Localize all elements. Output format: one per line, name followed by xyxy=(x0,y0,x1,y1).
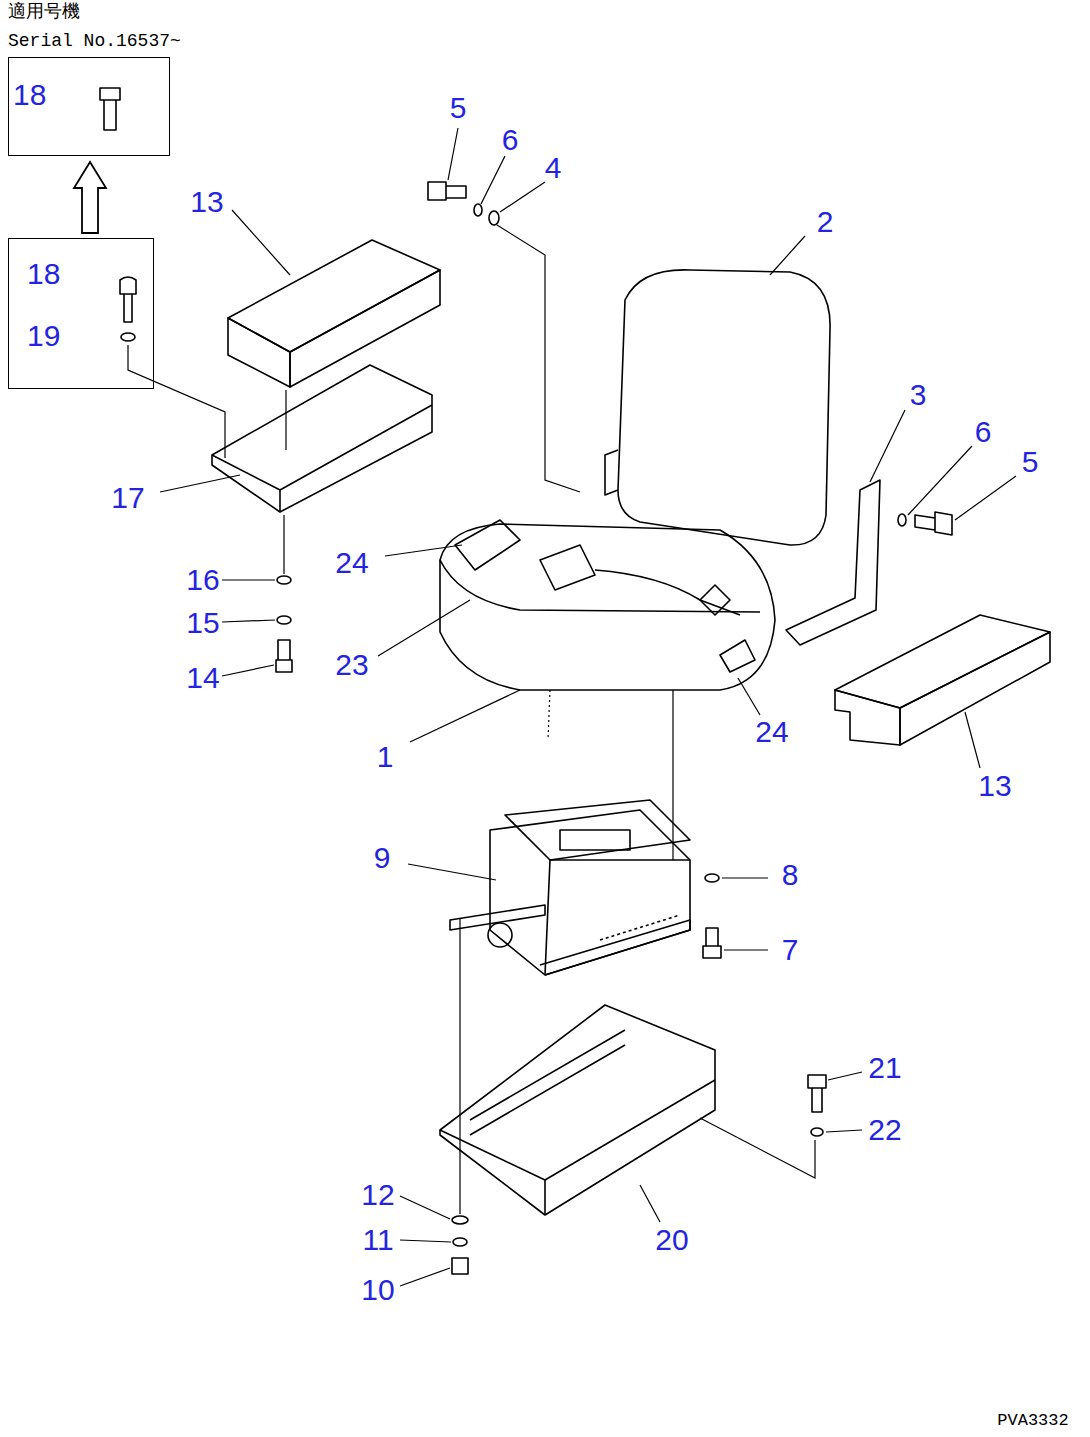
callout-number: 21 xyxy=(868,1053,901,1083)
callout-number: 14 xyxy=(186,663,219,693)
applicable-serial-heading: 適用号機 xyxy=(8,3,80,21)
callout-number: 20 xyxy=(655,1225,688,1255)
callout-number: 5 xyxy=(450,93,467,123)
callout-number: 9 xyxy=(374,843,391,873)
callout-number: 12 xyxy=(361,1180,394,1210)
callout-number: 1 xyxy=(377,742,394,772)
callout-number: 24 xyxy=(335,548,368,578)
callout-number: 18 xyxy=(27,259,60,289)
callout-number: 4 xyxy=(545,153,562,183)
callout-number: 22 xyxy=(868,1115,901,1145)
callout-number: 10 xyxy=(361,1275,394,1305)
callout-number: 23 xyxy=(335,650,368,680)
callout-number: 19 xyxy=(27,321,60,351)
serial-number: Serial No.16537~ xyxy=(8,32,181,50)
inset-box: 18 xyxy=(8,57,170,156)
callout-number: 6 xyxy=(975,417,992,447)
callout-number: 11 xyxy=(362,1225,393,1255)
callout-number: 2 xyxy=(817,207,834,237)
callout-number: 16 xyxy=(186,565,219,595)
callout-number: 15 xyxy=(186,608,219,638)
callout-number: 6 xyxy=(502,125,519,155)
callout-number: 17 xyxy=(111,483,144,513)
leader-lines xyxy=(128,128,1016,1286)
parts xyxy=(100,88,1050,1274)
callout-number: 7 xyxy=(782,935,799,965)
callout-number: 13 xyxy=(978,771,1011,801)
callout-number: 18 xyxy=(13,80,46,110)
callout-number: 8 xyxy=(782,860,799,890)
inset-box: 1819 xyxy=(8,238,154,389)
drawing-code: PVA3332 xyxy=(997,1412,1068,1429)
hollow-arrow xyxy=(74,162,106,233)
callout-number: 3 xyxy=(910,380,927,410)
callout-number: 13 xyxy=(190,187,223,217)
callout-number: 5 xyxy=(1022,447,1039,477)
callout-number: 24 xyxy=(755,717,788,747)
